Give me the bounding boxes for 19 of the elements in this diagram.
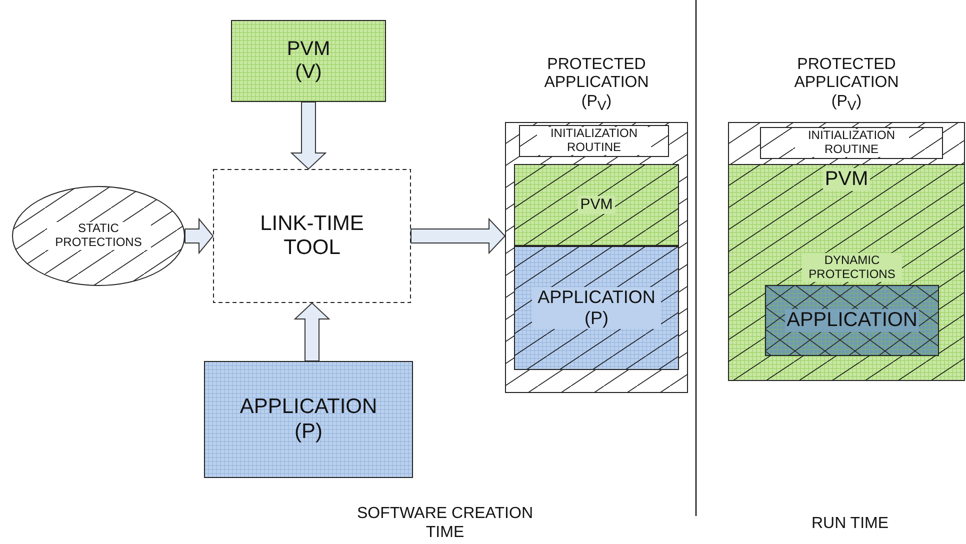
node-label: INITIALIZATION ROUTINE: [794, 129, 908, 157]
annotation-label: DYNAMIC PROTECTIONS: [802, 253, 902, 282]
node-label: INITIALIZATION ROUTINE: [537, 127, 651, 155]
heading-label: PROTECTED APPLICATION (P$_{V}$): [793, 56, 900, 114]
section-label: RUN TIME: [810, 514, 890, 534]
node-label: APPLICATION (P): [238, 395, 378, 444]
node-label: STATIC PROTECTIONS: [46, 222, 150, 250]
node-label: PVM (V): [286, 38, 332, 84]
node-label: PVM: [578, 196, 615, 214]
node-label: LINK-TIME TOOL: [259, 212, 365, 260]
block-arrow: [294, 302, 330, 362]
heading-label: PROTECTED APPLICATION (P$_{V}$): [543, 56, 650, 114]
block-arrow: [290, 102, 327, 170]
node-label: APPLICATION (P): [532, 287, 661, 329]
block-arrow: [410, 218, 506, 254]
node-label: APPLICATION: [784, 309, 920, 332]
block-arrow: [184, 218, 214, 254]
node-label: PVM: [822, 168, 870, 191]
section-label: SOFTWARE CREATION TIME: [356, 504, 534, 542]
